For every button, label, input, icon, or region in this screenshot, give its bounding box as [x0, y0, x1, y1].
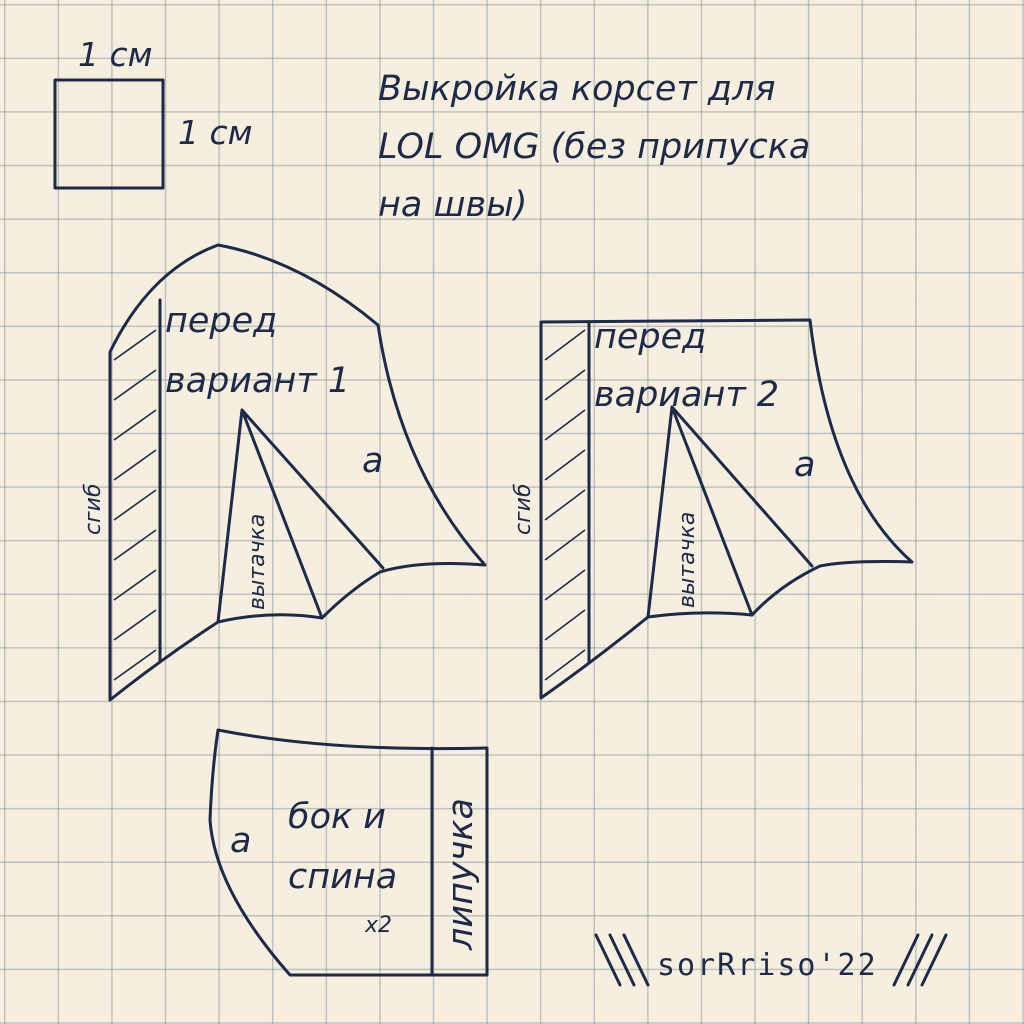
front-2-fold-label: сгиб	[511, 483, 536, 535]
scale-top-label: 1 см	[78, 35, 153, 74]
front-2-name-line-1: перед	[594, 317, 706, 357]
front-2-seam-mark: a	[794, 445, 815, 485]
signature-right-slashes	[892, 933, 948, 987]
front-1-name-line-2: вариант 1	[165, 361, 350, 401]
front-2-fold-hatching	[544, 329, 586, 681]
side-back-count: x2	[364, 913, 392, 938]
scale-square	[53, 78, 165, 190]
front-1-name-line-1: перед	[165, 301, 277, 341]
front-1-outline	[108, 243, 487, 702]
side-back-name-line-2: спина	[288, 857, 397, 897]
scale-right-label: 1 см	[178, 113, 253, 152]
title-line-1: Выкройка корсет для	[378, 69, 776, 109]
front-2-dart	[646, 405, 814, 619]
front-1-fold-hatching	[113, 329, 157, 681]
front-1-dart	[216, 408, 385, 624]
front-1-fold-label: сгиб	[81, 483, 106, 535]
side-back-piece: бок и спина x2 a липучка	[208, 728, 489, 977]
side-back-seam-mark: a	[230, 821, 251, 861]
signature: sorRriso'22	[594, 933, 948, 987]
front-2-name-line-2: вариант 2	[594, 375, 779, 415]
title-line-3: на швы)	[378, 185, 527, 225]
side-back-velcro-label: липучка	[441, 798, 481, 951]
side-back-outline	[208, 728, 489, 977]
front-2-outline	[539, 318, 914, 700]
front-2-dart-label: вытачка	[675, 512, 700, 608]
front-1-dart-label: вытачка	[245, 514, 270, 610]
front-variant-2-piece: перед вариант 2 a сгиб вытачка	[511, 317, 914, 700]
signature-text: sorRriso'22	[657, 948, 878, 983]
side-back-name-line-1: бок и	[288, 797, 386, 837]
signature-left-slashes	[594, 933, 650, 987]
front-variant-1-piece: перед вариант 1 a сгиб вытачка	[81, 243, 487, 702]
front-1-seam-mark: a	[362, 441, 383, 481]
title-line-2: LOL OMG (без припуска	[378, 127, 810, 167]
